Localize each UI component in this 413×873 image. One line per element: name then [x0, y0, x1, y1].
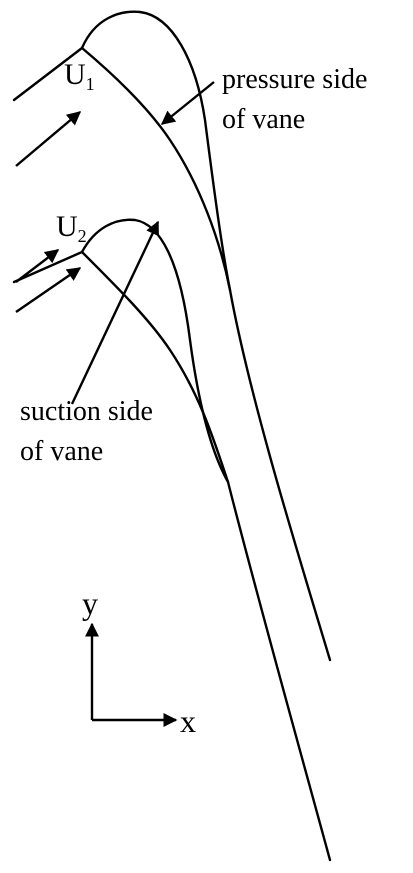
pressure-side-label-line1: pressure side [222, 64, 367, 95]
pressure-side-label-line2: of vane [222, 104, 305, 135]
lower-vane-outer-contour [80, 218, 332, 862]
pressure-side-leader [160, 81, 215, 125]
u2-label: U2 [56, 210, 87, 246]
suction-side-label-line1: suction side [20, 396, 153, 427]
x-axis-label: x [180, 703, 196, 739]
lower-vane-inflow-line [12, 250, 84, 284]
upper-vane-inflow-line [12, 46, 84, 102]
u2-flow-arrow-lower [15, 267, 82, 313]
suction-side-leader [70, 220, 160, 405]
upper-vane-outer-contour [80, 10, 332, 662]
upper-vane-inner-contour [80, 46, 232, 292]
suction-side-label-line2: of vane [20, 436, 103, 467]
u1-label: U1 [64, 58, 95, 94]
y-axis-label: y [82, 585, 98, 621]
u1-flow-arrow [15, 111, 82, 167]
u2-flow-arrow-upper [15, 249, 60, 283]
lower-vane-inner-contour [80, 250, 230, 484]
